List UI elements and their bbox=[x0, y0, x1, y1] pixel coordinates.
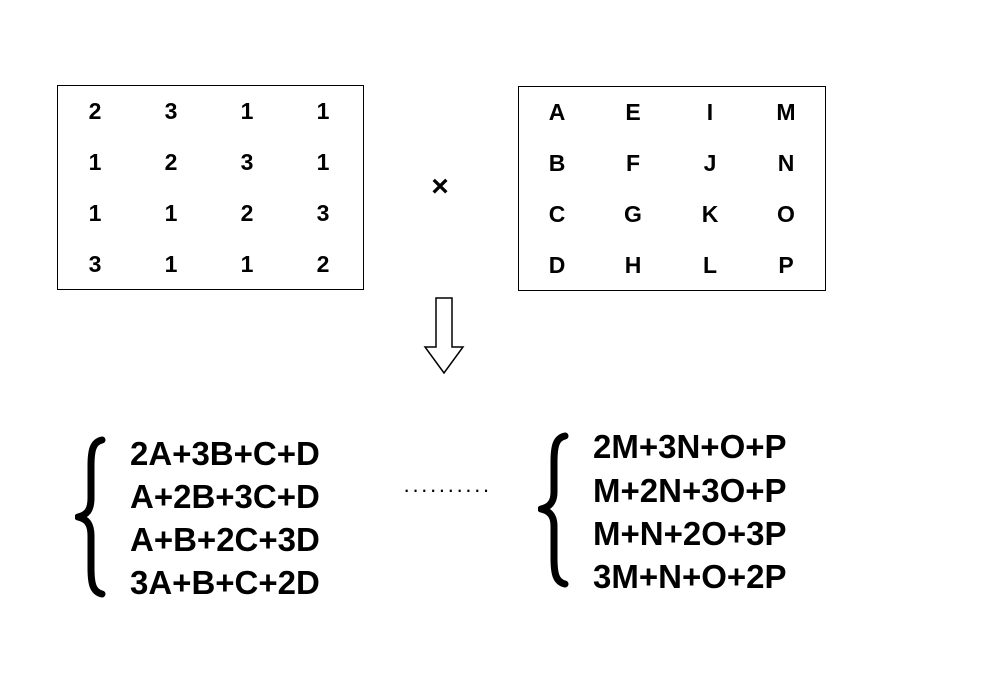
matrix-cell: 2 bbox=[240, 200, 254, 226]
matrix-cell: 3 bbox=[240, 149, 254, 175]
left-brace-icon bbox=[75, 436, 106, 598]
matrix-cell: 1 bbox=[316, 149, 330, 175]
down-arrow-icon bbox=[423, 297, 465, 375]
matrix-cell: 1 bbox=[88, 149, 102, 175]
equation-line: 3A+B+C+2D bbox=[130, 564, 320, 601]
equation-line: 2M+3N+O+P bbox=[593, 428, 787, 465]
multiply-sign: × bbox=[431, 170, 449, 203]
matrix-cell: 1 bbox=[240, 251, 254, 277]
matrix-cell: 3 bbox=[88, 251, 102, 277]
matrix-cell: 1 bbox=[316, 98, 330, 124]
equation-line: M+N+2O+3P bbox=[593, 515, 787, 552]
matrix-cell: H bbox=[624, 252, 642, 278]
matrix-cell: N bbox=[777, 150, 795, 176]
matrix-cell: 1 bbox=[164, 200, 178, 226]
matrix-cell: E bbox=[625, 99, 641, 125]
matrix-cell: J bbox=[703, 150, 717, 176]
matrix-cell: P bbox=[778, 252, 794, 278]
matrix-cell: 2 bbox=[316, 251, 330, 277]
matrix-cell: D bbox=[548, 252, 566, 278]
matrix-cell: C bbox=[548, 201, 566, 227]
matrix-cell: F bbox=[625, 150, 641, 176]
equation-system-last-column: 2M+3N+O+P M+2N+3O+P M+N+2O+3P 3M+N+O+2P bbox=[538, 424, 838, 595]
matrix-cell: L bbox=[702, 252, 718, 278]
matrix-cell: 1 bbox=[240, 98, 254, 124]
matrix-cell: B bbox=[548, 150, 566, 176]
equation-line: 2A+3B+C+D bbox=[130, 435, 320, 472]
matrix-cell: 1 bbox=[88, 200, 102, 226]
equation-line: 3M+N+O+2P bbox=[593, 558, 787, 595]
matrix-cell: G bbox=[624, 201, 642, 227]
equation-line: A+B+2C+3D bbox=[130, 521, 320, 558]
equation-line: A+2B+3C+D bbox=[130, 478, 320, 515]
variable-matrix: A E I M B F J N C G K O D H L P bbox=[518, 86, 826, 291]
matrix-cell: I bbox=[706, 99, 714, 125]
equation-system-first-column: 2A+3B+C+D A+2B+3C+D A+B+2C+3D 3A+B+C+2D bbox=[75, 432, 375, 602]
matrix-cell: 1 bbox=[164, 251, 178, 277]
matrix-cell: 2 bbox=[164, 149, 178, 175]
matrix-cell: 3 bbox=[316, 200, 330, 226]
left-brace-icon bbox=[538, 432, 569, 588]
equation-line: M+2N+3O+P bbox=[593, 472, 787, 509]
matrix-cell: O bbox=[777, 201, 795, 227]
matrix-cell: 2 bbox=[88, 98, 102, 124]
ellipsis-dots: ·········· bbox=[403, 477, 492, 502]
matrix-cell: 3 bbox=[164, 98, 178, 124]
matrix-cell: M bbox=[776, 99, 796, 125]
matrix-cell: K bbox=[701, 201, 719, 227]
matrix-cell: A bbox=[548, 99, 566, 125]
coefficient-matrix: 2 3 1 1 1 2 3 1 1 1 2 3 3 1 1 2 bbox=[57, 85, 364, 290]
